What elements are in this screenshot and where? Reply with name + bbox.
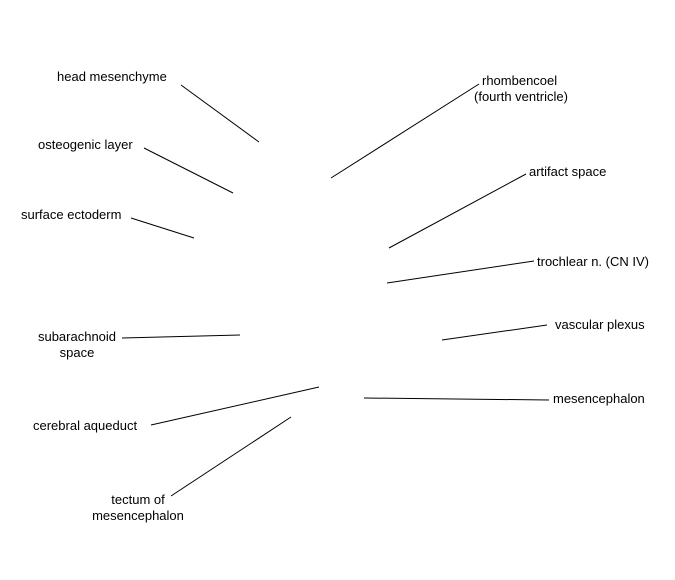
label-subarachnoid-space: subarachnoid space [27,329,127,361]
label-vascular-plexus: vascular plexus [555,317,645,332]
leader-osteogenic-layer [143,147,234,194]
label-line: space [59,345,95,360]
leader-mesencephalon [363,397,550,401]
label-head-mesenchyme: head mesenchyme [57,69,167,84]
leader-artifact-space [388,173,527,249]
leader-tectum [170,416,292,497]
label-osteogenic-layer: osteogenic layer [38,137,133,152]
leader-head-mesenchyme [180,84,260,143]
label-artifact-space: artifact space [529,164,607,179]
leader-subarachnoid-space [121,334,241,339]
label-line: (fourth ventricle) [474,89,568,104]
label-rhombencoel: rhombencoel (fourth ventricle) [474,73,568,105]
label-tectum-of-mesencephalon: tectum of mesencephalon [84,492,192,524]
label-cerebral-aqueduct: cerebral aqueduct [33,418,138,433]
label-line: tectum of [111,492,165,507]
label-trochlear-nerve: trochlear n. (CN IV) [537,254,649,269]
label-line: subarachnoid [37,329,117,344]
label-line: rhombencoel [482,73,558,88]
label-surface-ectoderm: surface ectoderm [21,207,122,222]
label-line: mesencephalon [92,508,184,523]
leader-cerebral-aqueduct [150,386,320,426]
leader-rhombencoel [330,83,480,179]
leader-surface-ectoderm [130,217,195,239]
label-mesencephalon: mesencephalon [553,391,645,406]
leader-trochlear-nerve [386,260,535,284]
leader-vascular-plexus [441,324,548,341]
